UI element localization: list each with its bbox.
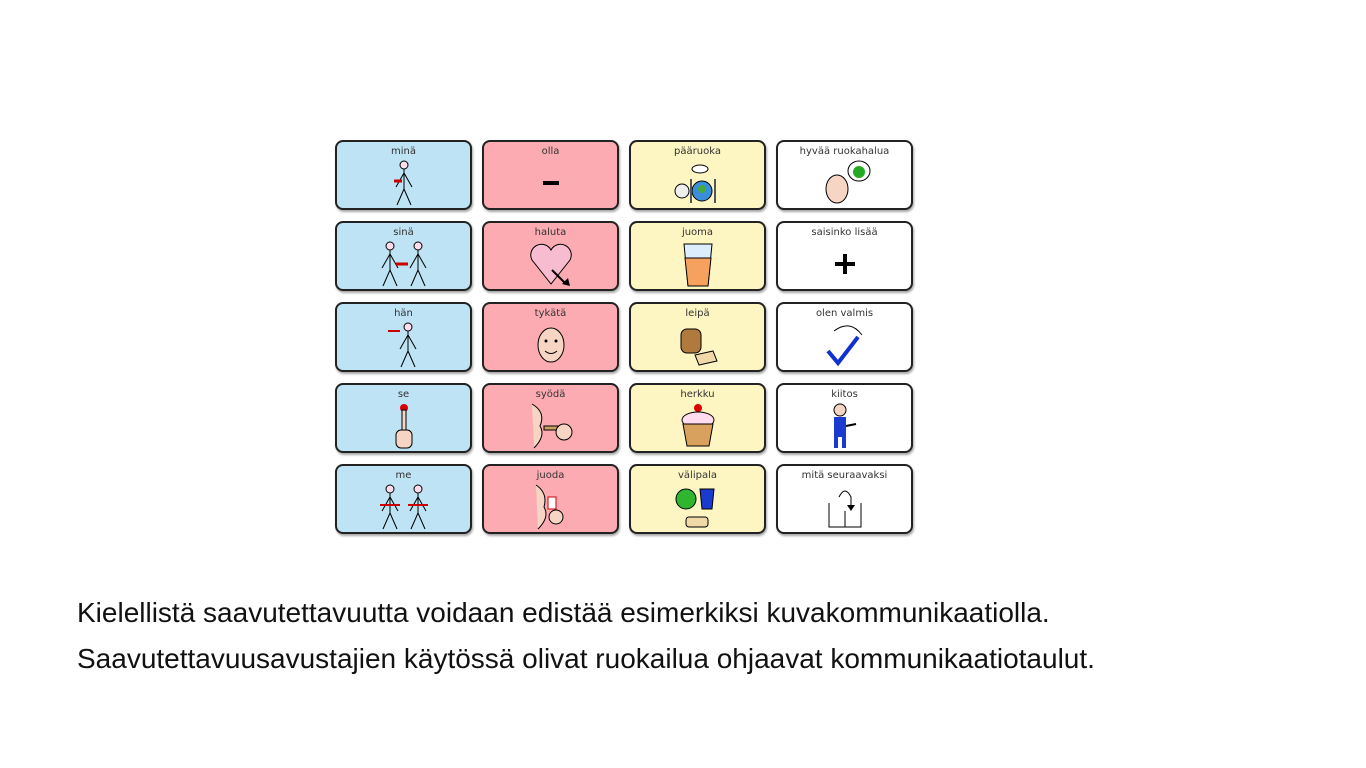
symbol-card-label: minä	[391, 146, 416, 157]
symbol-card-label: kiitos	[831, 389, 858, 400]
symbol-card-label: juoma	[681, 227, 714, 238]
caption-text: Kielellistä saavutettavuutta voidaan edi…	[77, 597, 1095, 674]
symbol-card: hän	[335, 302, 472, 372]
symbol-card-label: haluta	[534, 227, 567, 238]
symbol-card-label: me	[395, 470, 412, 481]
symbol-card: kiitos	[776, 383, 913, 453]
symbol-card: juoma	[629, 221, 766, 291]
symbol-card-label: mitä seuraavaksi	[801, 470, 888, 481]
symbol-card: haluta	[482, 221, 619, 291]
symbol-card-label: sinä	[393, 227, 414, 238]
communication-board: minä olla pääruoka hyvää ruokahalua sinä halu…	[335, 140, 913, 534]
symbol-card-label: tykätä	[534, 308, 567, 319]
symbol-card-label: syödä	[535, 389, 566, 400]
symbol-card: leipä	[629, 302, 766, 372]
symbol-card-label: saisinko lisää	[811, 227, 878, 238]
symbol-card-label: juoda	[536, 470, 565, 481]
symbol-card-label: välipala	[678, 470, 717, 481]
symbol-card-label: hän	[394, 308, 413, 319]
symbol-card: olen valmis	[776, 302, 913, 372]
symbol-card: tykätä	[482, 302, 619, 372]
symbol-card-label: pääruoka	[674, 146, 721, 157]
symbol-card: sinä	[335, 221, 472, 291]
symbol-card: herkku	[629, 383, 766, 453]
symbol-card: hyvää ruokahalua	[776, 140, 913, 210]
symbol-card: syödä	[482, 383, 619, 453]
symbol-card: juoda	[482, 464, 619, 534]
symbol-card: pääruoka	[629, 140, 766, 210]
symbol-card-label: se	[397, 389, 410, 400]
symbol-card-label: herkku	[680, 389, 715, 400]
symbol-card-label: olen valmis	[815, 308, 874, 319]
symbol-card: minä	[335, 140, 472, 210]
symbol-card: se	[335, 383, 472, 453]
symbol-card: mitä seuraavaksi	[776, 464, 913, 534]
symbol-card-label: leipä	[685, 308, 710, 319]
symbol-card: saisinko lisää	[776, 221, 913, 291]
symbol-card: me	[335, 464, 472, 534]
symbol-card: välipala	[629, 464, 766, 534]
symbol-card-label: olla	[541, 146, 560, 157]
symbol-card: olla	[482, 140, 619, 210]
symbol-card-label: hyvää ruokahalua	[799, 146, 890, 157]
